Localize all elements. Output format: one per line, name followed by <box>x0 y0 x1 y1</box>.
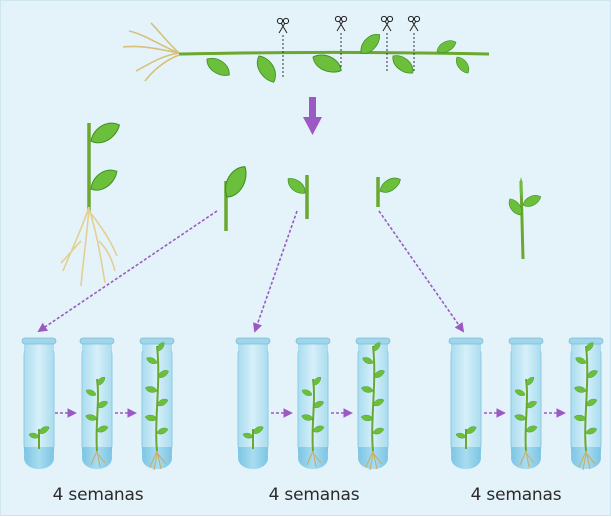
scissors-icon <box>408 16 419 31</box>
test-tube <box>236 338 270 469</box>
caption-series-1: 4 semanas <box>13 485 183 505</box>
tube-series-3 <box>449 338 603 470</box>
test-tube <box>22 338 56 469</box>
caption-series-2: 4 semanas <box>229 485 399 505</box>
caption-series-3: 4 semanas <box>431 485 601 505</box>
cutting-3 <box>377 175 403 207</box>
tube-series-2 <box>236 338 390 470</box>
mother-plant <box>123 23 489 86</box>
shoot-tip <box>506 177 542 259</box>
cutting-1 <box>219 162 253 231</box>
rooted-cutting <box>61 119 123 286</box>
arrow-down-icon <box>303 97 322 135</box>
test-tube <box>140 338 174 470</box>
scissors-icon <box>335 16 346 31</box>
tube-series-1 <box>22 338 174 470</box>
test-tube <box>449 338 483 469</box>
test-tube <box>509 338 543 469</box>
test-tube <box>80 338 114 469</box>
test-tube <box>296 338 330 469</box>
test-tube <box>569 338 603 470</box>
cut-marks <box>277 16 419 79</box>
scissors-icon <box>277 18 288 33</box>
test-tube <box>356 338 390 470</box>
scissors-icon <box>381 16 392 31</box>
